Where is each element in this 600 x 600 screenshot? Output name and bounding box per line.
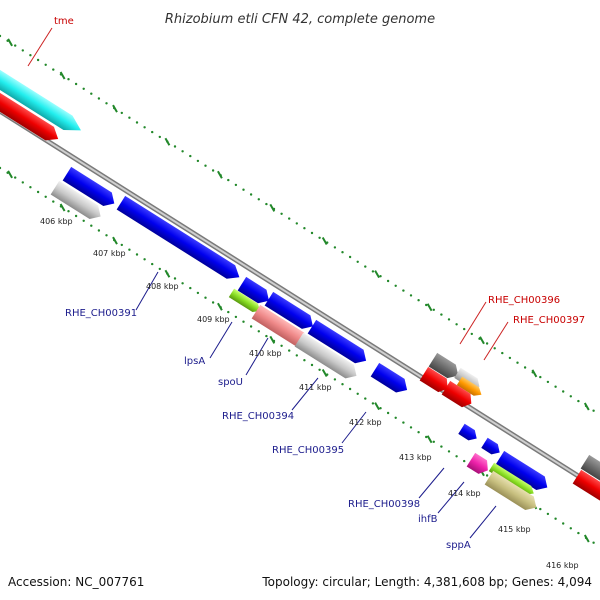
feature-sppa[interactable] [484, 470, 541, 514]
feature-blue-right[interactable] [495, 450, 552, 494]
feature-blue-small-a[interactable] [237, 276, 274, 308]
scale-label-412: 412 kbp [349, 418, 382, 427]
feature-tme-red[interactable] [0, 84, 62, 145]
gene-label-lpsa[interactable]: lpsA [184, 356, 205, 367]
feature-darkgray-edge[interactable] [580, 454, 600, 494]
feature-rhe-ch00395[interactable] [370, 362, 412, 397]
gene-label-sppa[interactable]: sppA [446, 540, 471, 551]
scale-label-410: 410 kbp [249, 349, 282, 358]
feature-lpsa[interactable] [228, 288, 263, 316]
scale-label-408: 408 kbp [146, 282, 179, 291]
feature-blue-tiny-b[interactable] [481, 437, 503, 458]
gene-label-rhe-ch00391[interactable]: RHE_CH00391 [65, 308, 137, 319]
feature-red-edge[interactable] [572, 469, 600, 509]
feature-spou[interactable] [251, 304, 310, 349]
accession-text: Accession: NC_007761 [8, 575, 144, 589]
scale-label-407: 407 kbp [93, 249, 126, 258]
scale-label-414: 414 kbp [448, 489, 481, 498]
feature-ihfb[interactable] [488, 462, 537, 498]
gene-label-rhe-ch00396[interactable]: RHE_CH00396 [488, 295, 560, 306]
gene-label-rhe-ch00397[interactable]: RHE_CH00397 [513, 315, 585, 326]
gene-label-ihfb[interactable]: ihfB [418, 514, 438, 525]
gene-features [0, 64, 600, 514]
map-title: Rhizobium etli CFN 42, complete genome [165, 12, 435, 27]
scale-label-406: 406 kbp [40, 217, 73, 226]
feature-tme-cyan[interactable] [0, 64, 85, 138]
genome-backbone [0, 108, 600, 493]
feature-gray-upper[interactable] [50, 180, 105, 223]
scale-label-411: 411 kbp [299, 383, 332, 392]
scale-labels: 406 kbp 407 kbp 408 kbp 409 kbp 410 kbp … [40, 217, 579, 570]
gene-label-rhe-ch00395[interactable]: RHE_CH00395 [272, 445, 344, 456]
feature-blue-mid[interactable] [264, 291, 318, 333]
feature-rhe-ch00396[interactable] [428, 352, 463, 383]
scale-label-413: 413 kbp [399, 453, 432, 462]
gene-label-tme[interactable]: tme [54, 16, 74, 27]
topology-text: Topology: circular; Length: 4,381,608 bp… [261, 575, 592, 589]
feature-red-small-b[interactable] [441, 380, 476, 411]
gene-label-spou[interactable]: spoU [218, 377, 243, 388]
scale-label-415: 415 kbp [498, 525, 531, 534]
feature-red-small-a[interactable] [419, 366, 452, 395]
feature-rhe-ch00398[interactable] [466, 452, 492, 477]
feature-blue-tiny-a[interactable] [458, 423, 480, 444]
feature-rhe-ch00397[interactable] [456, 376, 484, 399]
feature-blue-long[interactable] [307, 319, 371, 368]
gene-label-rhe-ch00394[interactable]: RHE_CH00394 [222, 411, 294, 422]
feature-gray-small[interactable] [454, 367, 482, 392]
label-leader-lines [27, 27, 509, 539]
feature-rhe-ch00394[interactable] [294, 332, 361, 383]
gene-labels: tme RHE_CH00391 lpsA spoU RHE_CH00394 RH… [54, 16, 585, 551]
gene-label-rhe-ch00398[interactable]: RHE_CH00398 [348, 499, 420, 510]
scale-label-409: 409 kbp [197, 315, 230, 324]
feature-blue-upper[interactable] [62, 166, 119, 210]
scale-label-416: 416 kbp [546, 561, 579, 570]
feature-rhe-ch00391[interactable] [116, 195, 244, 284]
